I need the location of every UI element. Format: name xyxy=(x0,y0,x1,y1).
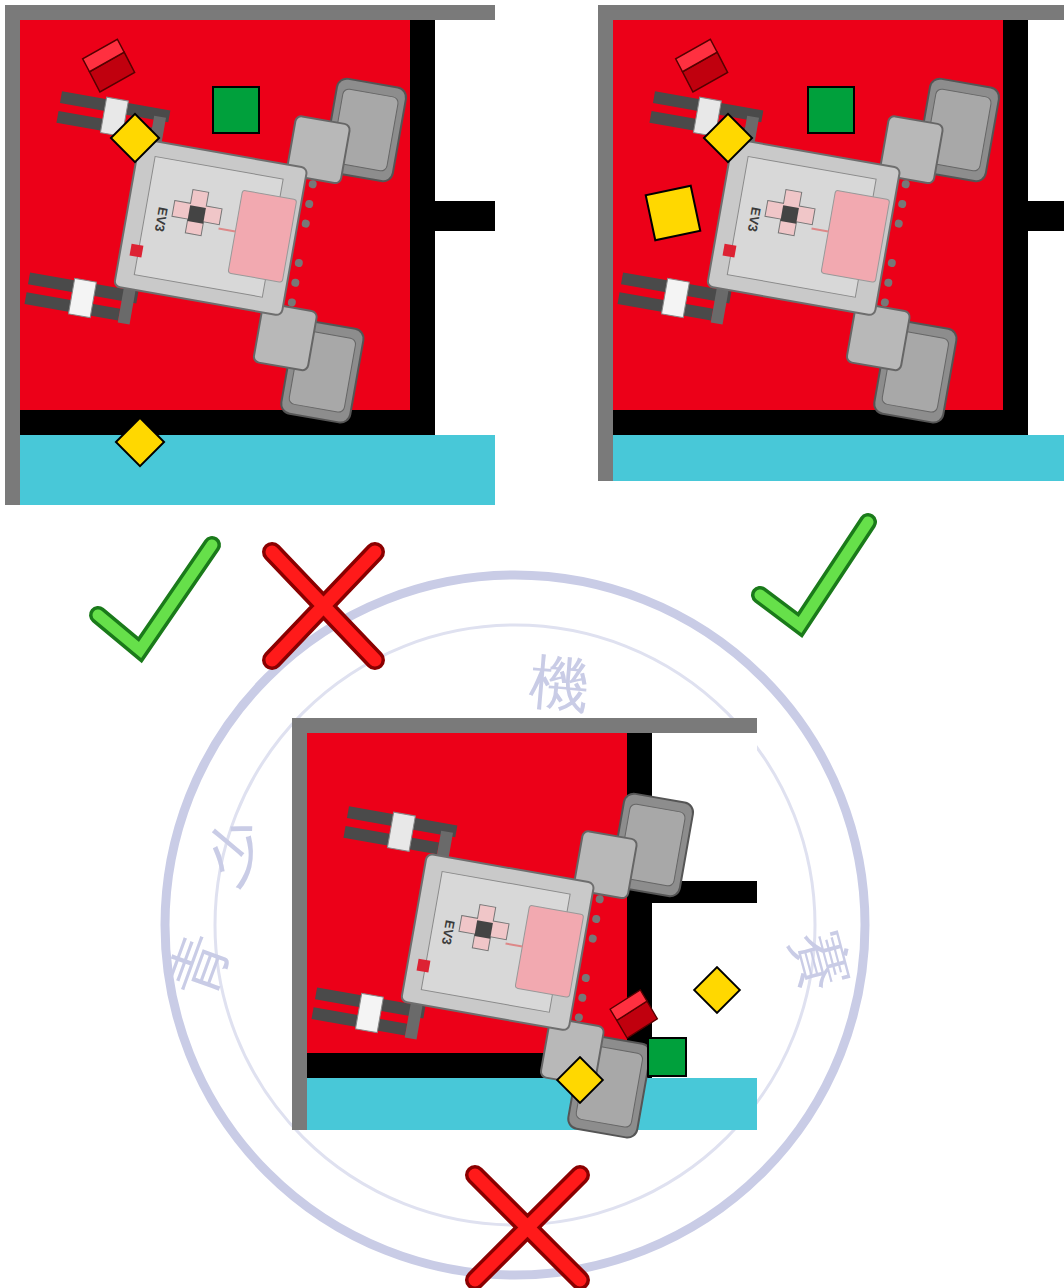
watermark-char: 賽 xyxy=(773,921,867,1000)
watermark-char: 機 xyxy=(527,642,594,728)
watermark-char: 少 xyxy=(185,801,286,899)
